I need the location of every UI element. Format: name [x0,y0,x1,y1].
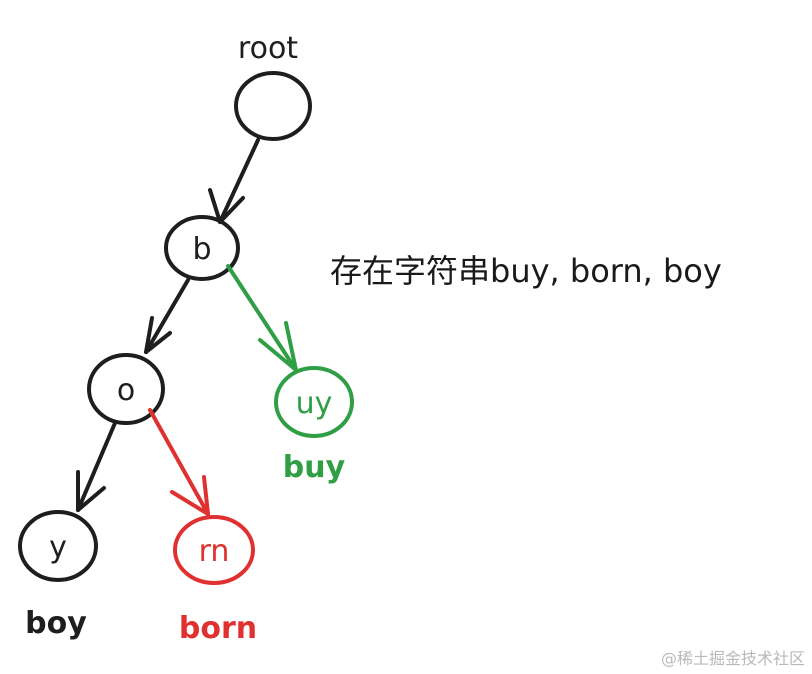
edge-b-uy [226,264,298,372]
edge-root-b [208,138,260,224]
edge-o-y [76,421,117,512]
caption-buy: buy [283,450,346,485]
node-rn-label: rn [199,534,230,569]
node-rn: rn [173,515,255,585]
root-label: root [238,31,298,66]
caption-born: born [179,611,257,646]
watermark-text: @稀土掘金技术社区 [661,649,805,668]
node-uy: uy [274,366,354,438]
node-b-label: b [192,232,211,267]
node-o: o [87,353,165,425]
node-uy-label: uy [296,386,333,421]
diagram-title: 存在字符串buy, born, boy [330,252,722,290]
root-node [234,71,312,141]
node-o-label: o [117,373,135,408]
node-b: b [164,215,240,281]
node-y: y [18,510,98,582]
caption-boy: boy [25,606,87,641]
edge-b-o [144,278,190,354]
node-y-label: y [49,530,67,565]
edge-o-rn [148,408,210,516]
